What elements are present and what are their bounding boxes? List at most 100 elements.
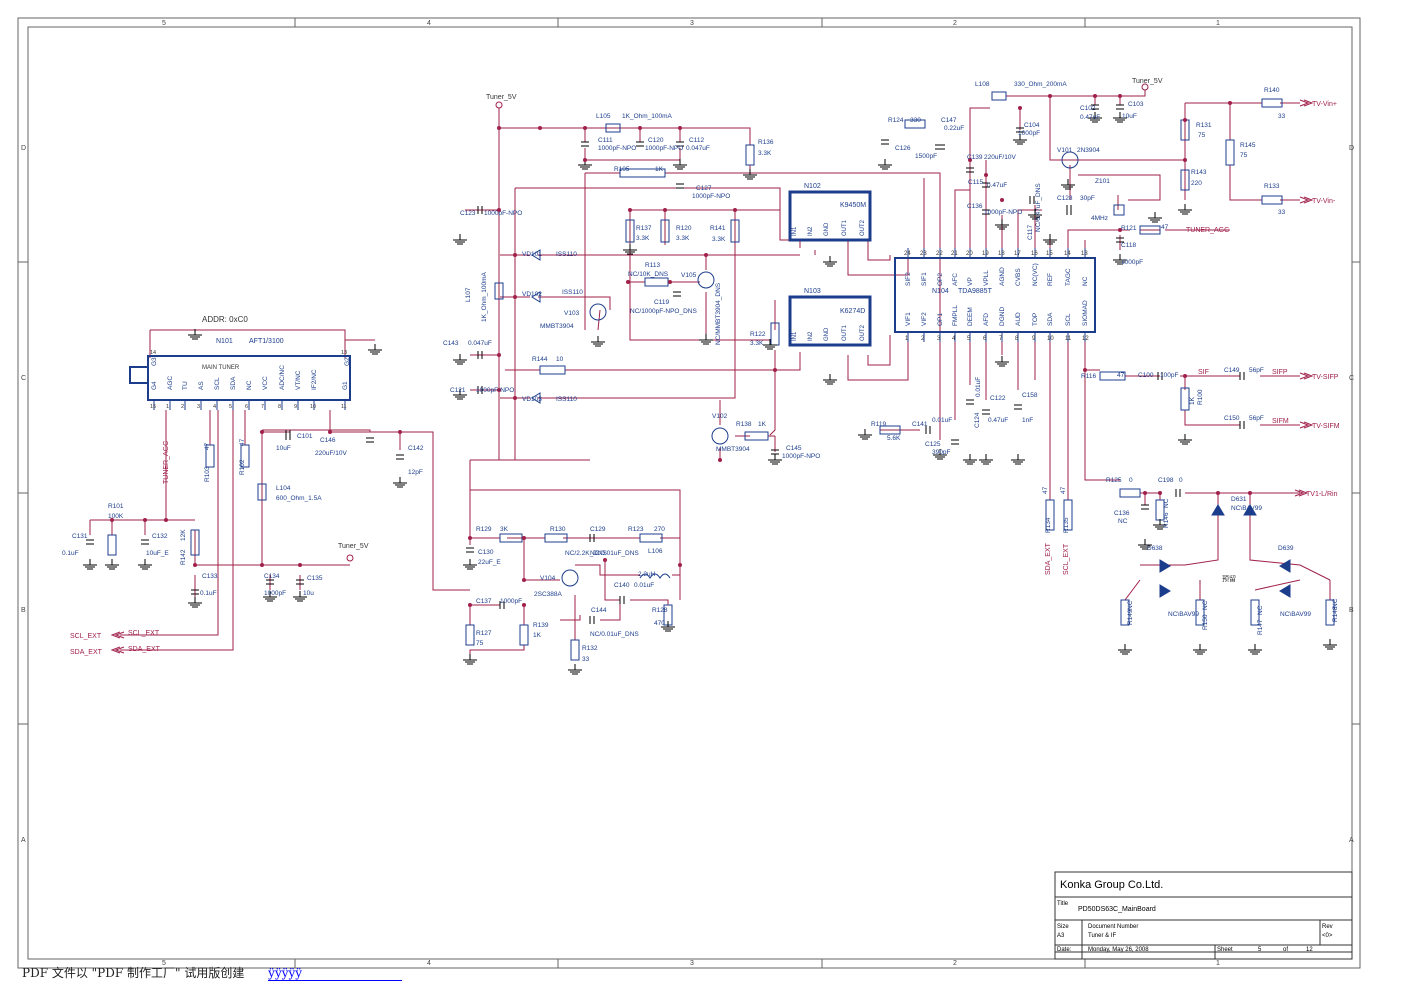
net-sifm: SIFM xyxy=(1272,418,1289,425)
component-label: Z101 xyxy=(1095,178,1110,185)
component-label: 3.3K xyxy=(636,235,650,242)
component-label: 1nF xyxy=(1022,417,1033,424)
component-label: 0.047uF xyxy=(468,340,492,347)
n104-pin-num: 4 xyxy=(952,336,956,342)
junction xyxy=(583,126,587,130)
component-label: NC xyxy=(1257,605,1264,615)
tuner-pin-name: SDA xyxy=(230,376,237,390)
n104-pin-num: 21 xyxy=(951,251,958,257)
junction xyxy=(1118,228,1122,232)
component-label: 0.47uF xyxy=(1080,114,1100,121)
component-label: D639 xyxy=(1278,545,1294,552)
col-mark: 2 xyxy=(953,20,957,27)
junction-dots xyxy=(110,94,1252,607)
component-label: C144 xyxy=(591,607,607,614)
tuner-pin-name: TU xyxy=(182,381,189,390)
tuner-pins: G415AGC1TU2AS3SCL4SDA5NC6VCC7ADC/NC8VT/N… xyxy=(150,350,351,410)
junction xyxy=(628,208,632,212)
component-label: V105 xyxy=(681,272,697,279)
component-label: C118 xyxy=(1121,242,1136,249)
tuner-pin-num: 9 xyxy=(294,404,297,410)
junction xyxy=(1093,94,1097,98)
component-label: 47 xyxy=(204,442,211,450)
svg-text:OUT1: OUT1 xyxy=(842,324,848,341)
component-label: C100 xyxy=(1138,372,1154,379)
component-label: 330 xyxy=(910,117,921,124)
n103-part: K6274D xyxy=(840,308,865,315)
n104-pin-num: 20 xyxy=(966,251,973,257)
tuner-pin-num: 13 xyxy=(341,350,347,356)
component-label: 56pF xyxy=(1249,415,1264,422)
n104-pin-name: DEEM xyxy=(967,307,974,326)
junction xyxy=(626,280,630,284)
tuner-pin-name: ADC/NC xyxy=(279,365,286,390)
component-label: ISS110 xyxy=(556,251,577,258)
component-label: 270 xyxy=(654,526,665,533)
tuner-pin-num: 14 xyxy=(150,350,156,356)
junction xyxy=(1048,94,1052,98)
component-label: C111 xyxy=(598,137,613,144)
component-label: 47 xyxy=(1161,224,1169,231)
component-label: R116 xyxy=(1081,373,1096,380)
junction xyxy=(513,396,517,400)
component-label: C198 xyxy=(1158,477,1174,484)
component-label: 3.3K xyxy=(750,340,764,347)
component-label: NC/0.01uF_DNS xyxy=(590,550,639,557)
component-label: R141 xyxy=(710,225,726,232)
component-label: 1K xyxy=(758,421,767,428)
component-label: 1000pF xyxy=(264,590,286,597)
component-label: NC/10K_DNS xyxy=(628,271,669,278)
component-label: 4MHz xyxy=(1091,215,1108,222)
tuner-pin-num: 15 xyxy=(150,404,156,410)
junction xyxy=(1000,198,1004,202)
component-label: 47 xyxy=(239,438,246,446)
component-label: V101 xyxy=(1057,147,1073,154)
component-label: MMBT3904 xyxy=(716,446,750,453)
component-label: 1500pF xyxy=(915,153,937,160)
n104-pin-num: 8 xyxy=(1015,336,1019,342)
junction xyxy=(718,458,722,462)
component-label: C119 xyxy=(654,299,669,306)
component-label: C147 xyxy=(941,117,957,124)
component-label: 0.1uF xyxy=(62,550,79,557)
component-label: R129 xyxy=(476,526,492,533)
n104-pin-name: FMPLL xyxy=(952,305,959,326)
component-label: R125 xyxy=(1106,477,1122,484)
component-label: V102 xyxy=(712,413,728,420)
component-label: 0.47uF xyxy=(988,417,1008,424)
footer-link[interactable]: ÿÿÿÿÿ xyxy=(268,966,403,981)
component-label: C150 xyxy=(1224,415,1240,422)
junction xyxy=(522,578,526,582)
row-mark: B xyxy=(21,607,26,614)
component-label: C141 xyxy=(912,421,928,428)
n104-pin-name: DGND xyxy=(999,307,1006,326)
component-label: 1000pF-NPO xyxy=(692,193,730,200)
component-label: C130 xyxy=(478,549,494,556)
component-label: R102 xyxy=(239,459,246,475)
tuner-addr: ADDR: 0xC0 xyxy=(202,315,248,324)
component-label: C145 xyxy=(786,445,802,452)
component-label: R147 xyxy=(1257,619,1264,635)
component-label: R142 xyxy=(180,549,187,565)
junction xyxy=(164,518,168,522)
net-arrows xyxy=(110,99,1314,654)
n104-pin-num: 13 xyxy=(1081,251,1088,257)
junction xyxy=(538,126,542,130)
col-mark: 2 xyxy=(953,960,957,967)
svg-text:IN2: IN2 xyxy=(808,331,814,341)
tuner-ref: N101 xyxy=(216,338,233,345)
component-label: R134 xyxy=(1045,517,1052,533)
main-tuner-box xyxy=(147,355,351,401)
n104-pin-name: OP2 xyxy=(937,273,944,286)
pdf-footer: PDF 文件以 "PDF 制作工厂" 试用版创建 ÿÿÿÿÿ xyxy=(22,964,403,981)
n104-pin-name: AGND xyxy=(999,267,1006,286)
junction xyxy=(638,126,642,130)
tuner-pin-num: 4 xyxy=(213,404,216,410)
net-tv1-lrin: TV1-L/Rin xyxy=(1306,491,1338,498)
component-label: 3.3K xyxy=(758,150,772,157)
net-tv-vin-p: TV-Vin+ xyxy=(1312,101,1337,108)
tuner-pin-name: NC xyxy=(246,380,253,390)
component-label: C146 xyxy=(320,437,336,444)
tb-sheet-label: Sheet xyxy=(1217,947,1233,953)
n104-pin-num: 23 xyxy=(920,251,927,257)
